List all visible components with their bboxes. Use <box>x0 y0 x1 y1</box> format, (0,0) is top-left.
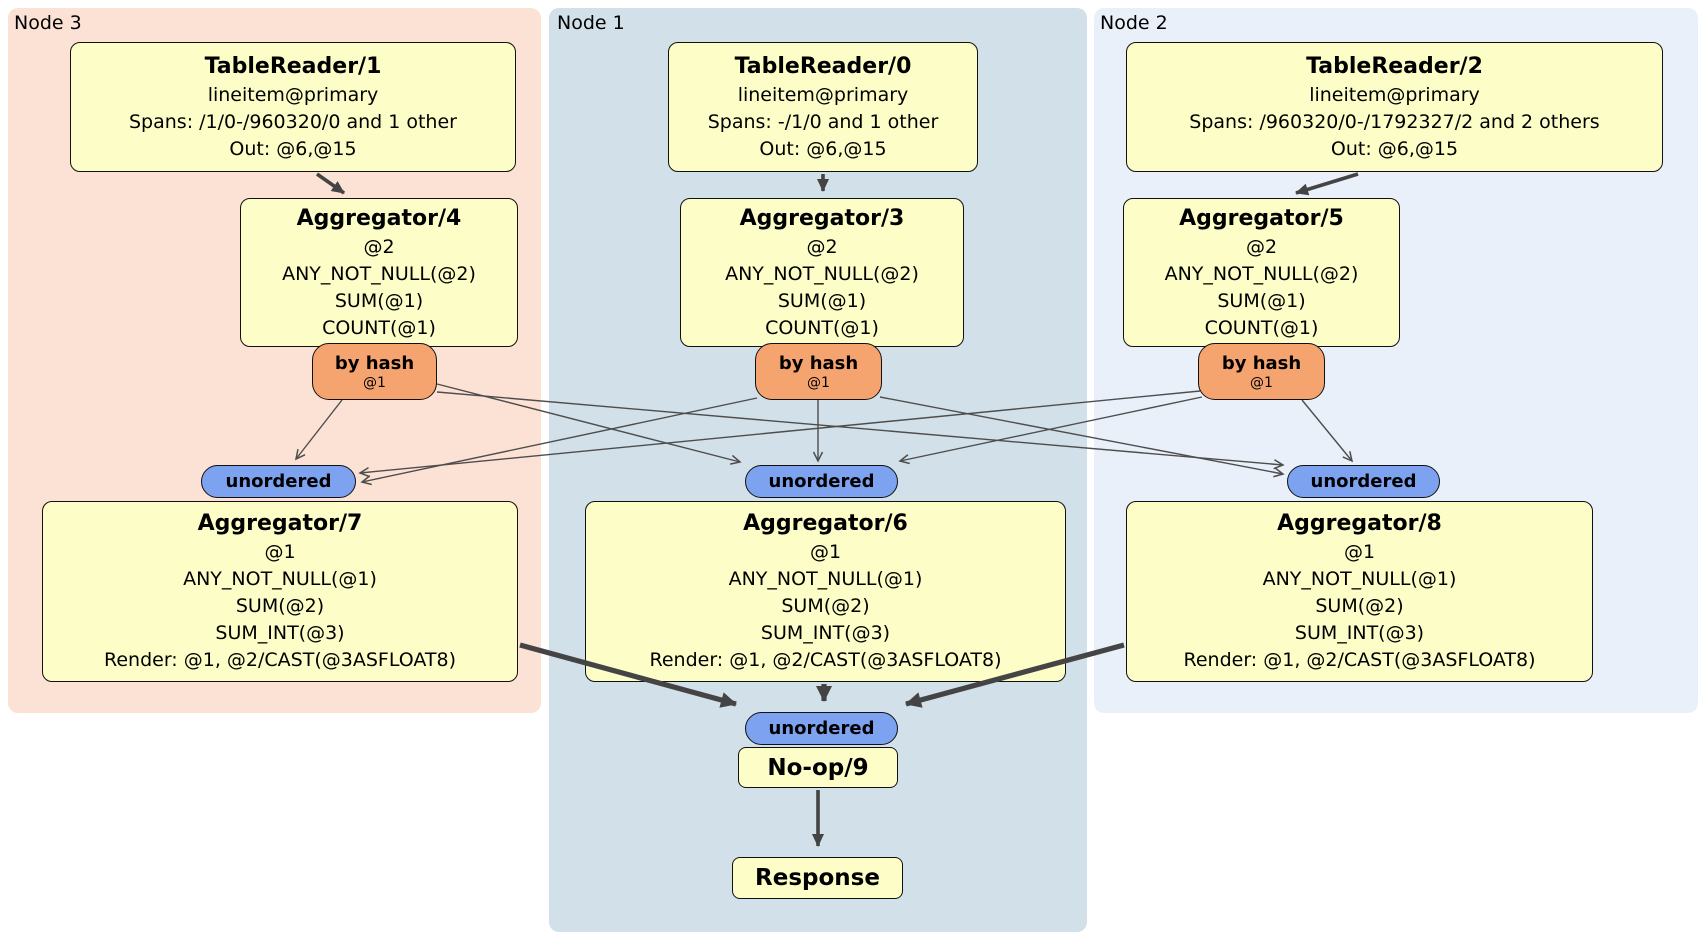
node2-hash-router-pill: by hash @1 <box>1198 343 1325 400</box>
tablereader-2-title: TableReader/2 <box>1306 53 1483 79</box>
node1-label: Node 1 <box>557 12 625 34</box>
aggregator-3-fn1: ANY_NOT_NULL(@2) <box>725 262 919 285</box>
response-box: Response <box>732 857 903 899</box>
aggregator-4-fn3: COUNT(@1) <box>322 316 436 339</box>
node2-label: Node 2 <box>1100 12 1168 34</box>
aggregator-3-fn2: SUM(@1) <box>777 289 867 312</box>
aggregator-8-fn3: SUM_INT(@3) <box>1294 622 1425 644</box>
aggregator-5-title: Aggregator/5 <box>1179 205 1344 231</box>
aggregator-5-fn1: ANY_NOT_NULL(@2) <box>1164 262 1359 285</box>
aggregator-8-group: @1 <box>1343 541 1376 563</box>
noop-9-box: No-op/9 <box>738 747 898 788</box>
aggregator-7-render: Render: @1, @2/CAST(@3ASFLOAT8) <box>104 649 456 671</box>
node2-unordered-stream-pill: unordered <box>1287 465 1440 498</box>
node3-hash-router-columns: @1 <box>363 374 386 391</box>
aggregator-3-box: Aggregator/3 @2 ANY_NOT_NULL(@2) SUM(@1)… <box>680 198 964 347</box>
aggregator-6-group: @1 <box>809 541 842 563</box>
tablereader-2-box: TableReader/2 lineitem@primary Spans: /9… <box>1126 42 1663 172</box>
aggregator-7-fn2: SUM(@2) <box>235 595 325 617</box>
aggregator-6-render: Render: @1, @2/CAST(@3ASFLOAT8) <box>649 649 1002 671</box>
node1-hash-router-columns: @1 <box>807 374 830 391</box>
node3-unordered-stream-pill: unordered <box>201 465 356 498</box>
aggregator-8-render: Render: @1, @2/CAST(@3ASFLOAT8) <box>1183 649 1536 671</box>
node1-hash-router-label: by hash <box>778 352 859 374</box>
response-title: Response <box>755 865 880 891</box>
node3-label: Node 3 <box>14 12 82 34</box>
tablereader-0-out: Out: @6,@15 <box>759 137 887 160</box>
aggregator-3-fn3: COUNT(@1) <box>765 316 879 339</box>
aggregator-7-title: Aggregator/7 <box>197 511 363 536</box>
tablereader-0-title: TableReader/0 <box>734 53 912 79</box>
tablereader-1-box: TableReader/1 lineitem@primary Spans: /1… <box>70 42 516 172</box>
tablereader-0-box: TableReader/0 lineitem@primary Spans: -/… <box>668 42 978 172</box>
aggregator-3-group: @2 <box>806 235 838 258</box>
aggregator-5-fn2: SUM(@1) <box>1217 289 1306 312</box>
aggregator-5-fn3: COUNT(@1) <box>1204 316 1319 339</box>
node3-hash-router-label: by hash <box>334 352 415 374</box>
aggregator-8-fn1: ANY_NOT_NULL(@1) <box>1262 568 1457 590</box>
aggregator-3-title: Aggregator/3 <box>739 205 905 231</box>
final-unordered-stream-pill: unordered <box>745 712 898 745</box>
aggregator-4-fn1: ANY_NOT_NULL(@2) <box>282 262 476 285</box>
aggregator-5-group: @2 <box>1245 235 1278 258</box>
node1-unordered-stream-pill: unordered <box>745 465 898 498</box>
noop-9-title: No-op/9 <box>767 754 869 781</box>
aggregator-8-box: Aggregator/8 @1 ANY_NOT_NULL(@1) SUM(@2)… <box>1126 501 1593 682</box>
aggregator-6-box: Aggregator/6 @1 ANY_NOT_NULL(@1) SUM(@2)… <box>585 501 1066 682</box>
aggregator-4-box: Aggregator/4 @2 ANY_NOT_NULL(@2) SUM(@1)… <box>240 198 518 347</box>
node2-hash-router-label: by hash <box>1221 352 1302 374</box>
tablereader-2-index: lineitem@primary <box>1309 83 1480 106</box>
tablereader-1-spans: Spans: /1/0-/960320/0 and 1 other <box>129 110 457 133</box>
aggregator-6-fn3: SUM_INT(@3) <box>760 622 891 644</box>
aggregator-6-title: Aggregator/6 <box>743 511 908 536</box>
aggregator-7-fn3: SUM_INT(@3) <box>215 622 345 644</box>
aggregator-5-box: Aggregator/5 @2 ANY_NOT_NULL(@2) SUM(@1)… <box>1123 198 1400 347</box>
aggregator-8-title: Aggregator/8 <box>1277 511 1442 536</box>
aggregator-6-fn1: ANY_NOT_NULL(@1) <box>728 568 923 590</box>
tablereader-1-out: Out: @6,@15 <box>229 137 357 160</box>
aggregator-7-box: Aggregator/7 @1 ANY_NOT_NULL(@1) SUM(@2)… <box>42 501 518 682</box>
aggregator-8-fn2: SUM(@2) <box>1315 595 1404 617</box>
aggregator-6-fn2: SUM(@2) <box>781 595 870 617</box>
node1-hash-router-pill: by hash @1 <box>755 343 882 400</box>
tablereader-1-title: TableReader/1 <box>204 53 382 79</box>
tablereader-1-index: lineitem@primary <box>207 83 379 106</box>
aggregator-4-fn2: SUM(@1) <box>334 289 424 312</box>
tablereader-0-index: lineitem@primary <box>737 83 909 106</box>
node2-hash-router-columns: @1 <box>1250 374 1273 391</box>
aggregator-7-group: @1 <box>264 541 296 563</box>
aggregator-4-group: @2 <box>363 235 395 258</box>
tablereader-2-spans: Spans: /960320/0-/1792327/2 and 2 others <box>1189 110 1600 133</box>
aggregator-7-fn1: ANY_NOT_NULL(@1) <box>183 568 377 590</box>
tablereader-2-out: Out: @6,@15 <box>1330 137 1459 160</box>
aggregator-4-title: Aggregator/4 <box>296 205 462 231</box>
tablereader-0-spans: Spans: -/1/0 and 1 other <box>707 110 939 133</box>
node3-hash-router-pill: by hash @1 <box>312 343 437 400</box>
